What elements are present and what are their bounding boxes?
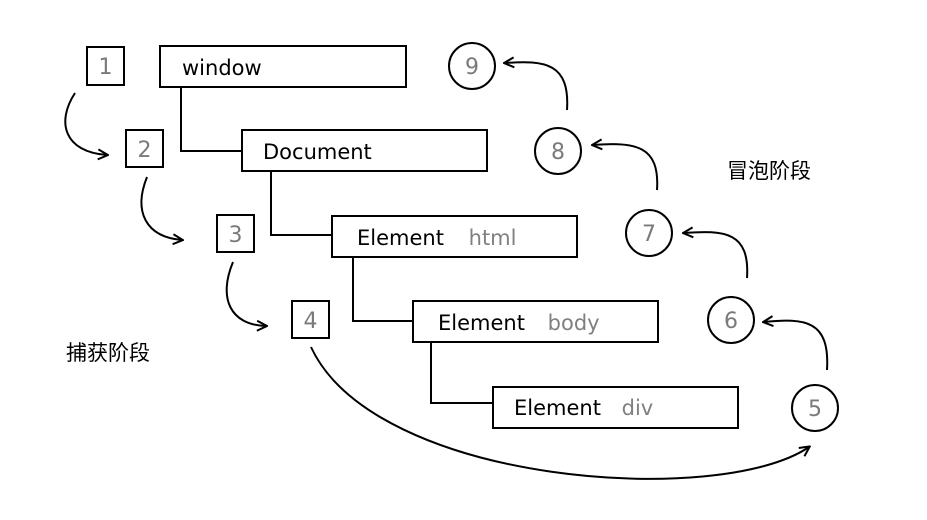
node-sublabel: div: [622, 396, 654, 420]
arrow-3-to-4: [225, 261, 266, 326]
tree-connectors: [180, 88, 493, 404]
step-number: 5: [808, 397, 822, 422]
svg-text:Document: Document: [263, 140, 372, 164]
capture-step-4: 4: [291, 300, 330, 339]
node-element-html: Element html: [331, 215, 578, 258]
node-label: Document: [263, 140, 372, 164]
arrow-1-to-2: [64, 92, 107, 155]
bubble-step-8: 8: [534, 127, 582, 175]
arrow-6-to-7: [684, 232, 749, 279]
connector-body-div: [430, 342, 493, 404]
bubble-step-6: 6: [707, 296, 755, 344]
node-box: [159, 45, 407, 88]
node-label: window: [182, 56, 262, 80]
flow-arrows: [64, 62, 829, 480]
step-number: 1: [99, 55, 113, 80]
node-box: [331, 215, 578, 258]
step-number: 8: [551, 140, 565, 165]
capture-step-3: 3: [216, 214, 255, 253]
svg-text:Element body: Element body: [438, 311, 600, 335]
connector-window-document: [180, 88, 242, 152]
bubble-phase-label: 冒泡阶段: [727, 159, 811, 183]
arrow-8-to-9: [505, 62, 569, 111]
node-window: window: [159, 45, 407, 88]
capture-step-2: 2: [125, 129, 164, 168]
svg-text:Element html: Element html: [357, 226, 516, 250]
node-element-div: Element div: [492, 386, 739, 429]
bubble-step-7: 7: [625, 209, 673, 257]
node-label: Element: [514, 396, 601, 420]
capture-phase-label: 捕获阶段: [66, 341, 150, 365]
node-document: Document: [241, 129, 488, 172]
capture-step-1: 1: [86, 46, 125, 86]
node-sublabel: html: [469, 226, 517, 250]
connector-html-body: [352, 258, 413, 322]
bubble-step-9: 9: [448, 42, 496, 90]
step-number: 4: [304, 309, 318, 334]
step-number: 2: [138, 138, 152, 163]
bubble-step-5: 5: [791, 384, 839, 432]
node-label: Element: [438, 311, 525, 335]
arrow-4-to-5: [310, 346, 809, 480]
node-box: [412, 300, 659, 343]
step-number: 3: [229, 223, 243, 248]
arrow-2-to-3: [140, 176, 182, 240]
node-box: [241, 129, 488, 172]
node-label: Element: [357, 226, 444, 250]
node-element-body: Element body: [412, 300, 659, 343]
arrow-5-to-6: [764, 321, 829, 371]
node-sublabel: body: [548, 311, 600, 335]
arrow-7-to-8: [593, 144, 659, 191]
svg-text:Element div: Element div: [514, 396, 653, 420]
node-box: [492, 386, 739, 429]
step-number: 7: [642, 222, 656, 247]
svg-text:window: window: [182, 56, 262, 80]
step-number: 9: [465, 55, 479, 80]
step-number: 6: [724, 309, 738, 334]
connector-document-html: [270, 172, 332, 236]
